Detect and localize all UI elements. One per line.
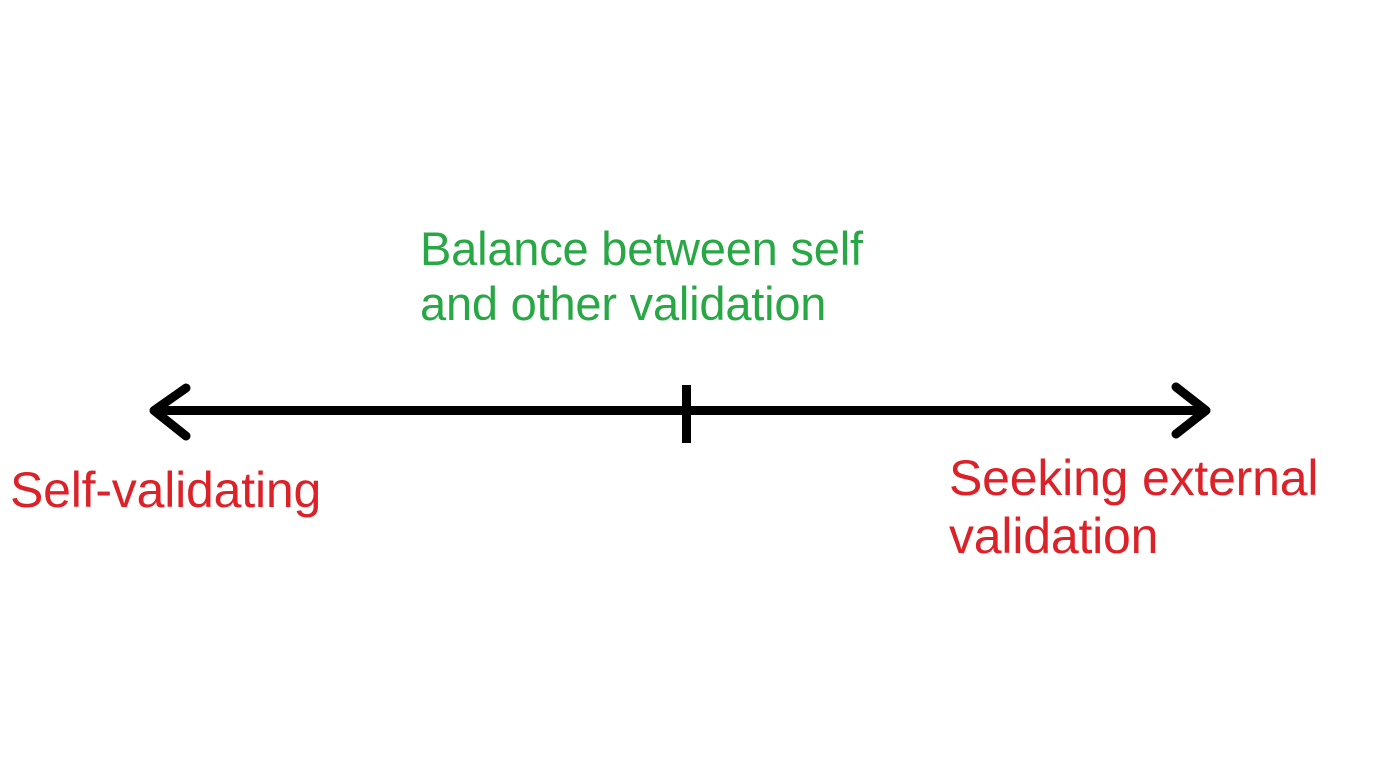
right-pole-label-seeking-external-validation: Seeking external validation: [949, 450, 1319, 564]
left-arrowhead-icon: [149, 383, 191, 441]
right-arrowhead-icon: [1171, 382, 1211, 439]
left-pole-label-self-validating: Self-validating: [10, 462, 322, 518]
center-label-balance: Balance between self and other validatio…: [420, 222, 863, 330]
